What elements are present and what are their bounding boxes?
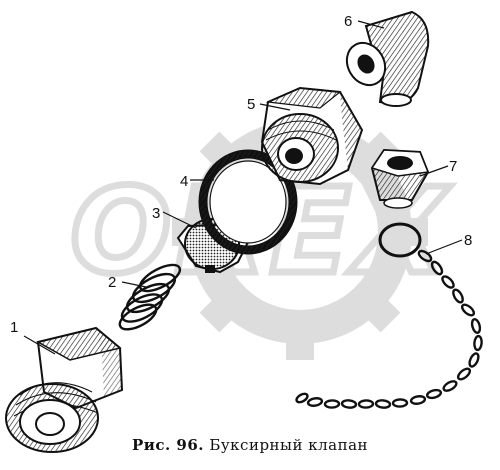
part-7-small-nut [370, 148, 430, 209]
callout-3: 3 [152, 205, 160, 222]
callout-1: 1 [10, 319, 18, 336]
callout-6: 6 [344, 13, 352, 30]
part-2-spring [118, 263, 182, 331]
part-8-chain [295, 222, 483, 409]
callout-7: 7 [449, 158, 457, 175]
part-1-hex-fitting [5, 326, 124, 453]
caption-title: Буксирный клапан [209, 436, 369, 454]
callout-5: 5 [247, 96, 255, 113]
caption-prefix: Рис. 96. [131, 436, 205, 454]
figure-caption: Рис. 96. Буксирный клапан [0, 436, 500, 454]
part-6-elbow-fitting [345, 10, 430, 107]
callout-8: 8 [464, 232, 472, 249]
callout-4: 4 [180, 173, 188, 190]
part-4-sealing-ring [198, 149, 298, 255]
part-5-valve-body [260, 86, 364, 186]
leader-lines [23, 20, 463, 355]
callout-2: 2 [108, 274, 116, 291]
